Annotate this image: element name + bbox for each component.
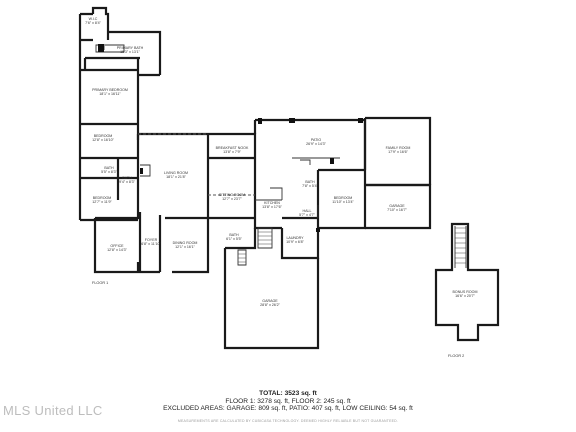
room-dimensions: 18'1" x 21'8" — [166, 175, 186, 179]
room-label-office: OFFICE 12'8" x 14'3" — [107, 244, 127, 252]
room-dimensions: 13'8" x 7'9" — [223, 150, 241, 154]
room-name: LIVING ROOM — [164, 170, 188, 175]
room-name: BEDROOM — [333, 195, 353, 200]
floor1-interior-lines — [95, 44, 340, 218]
room-dimensions: 12'7" x 23'7" — [222, 197, 242, 201]
room-name: DINING ROOM — [172, 240, 198, 245]
room-label-bath-1: BATH 5'5" x 8'3" — [101, 166, 117, 174]
room-dimensions: 18'1" x 16'11" — [99, 92, 121, 96]
room-name: PRIMARY BATH — [116, 45, 144, 50]
floor2-walls — [434, 222, 500, 342]
room-dimensions: 15'3" x 13'1" — [120, 50, 140, 54]
room-label-primary-bath: PRIMARY BATH 15'3" x 13'1" — [117, 46, 144, 54]
room-dimensions: 6'1" x 5'5" — [226, 237, 242, 241]
room-dimensions: 12'8" x 14'3" — [107, 248, 127, 252]
room-name: FAMILY ROOM — [385, 145, 411, 150]
room-label-foyer: FOYER 6'8" x 11'10" — [141, 238, 160, 246]
room-dimensions: 17'9" x 16'6" — [388, 150, 408, 154]
room-label-wic: W.I.C 7'6" x 8'4" — [85, 17, 101, 25]
floor1-label: FLOOR 1 — [92, 281, 109, 285]
room-label-dining-room: DINING ROOM 12'1" x 16'1" — [173, 241, 198, 249]
room-label-sitting-room: SITTING ROOM 12'7" x 23'7" — [219, 193, 245, 201]
room-name: BEDROOM — [92, 195, 112, 200]
excluded-areas: EXCLUDED AREAS: GARAGE: 809 sq. ft, PATI… — [163, 405, 413, 413]
room-name: OFFICE — [110, 243, 124, 248]
floor1-fixtures — [98, 44, 363, 232]
area-summary: TOTAL: 3523 sq. ft FLOOR 1: 3278 sq. ft,… — [0, 390, 576, 413]
room-name: BONUS ROOM — [452, 289, 478, 294]
room-label-breakfast-nook: BREAKFAST NOOK 13'8" x 7'9" — [216, 146, 249, 154]
room-name: PRIMARY BEDROOM — [92, 87, 128, 92]
room-name: LAUNDRY — [286, 235, 304, 240]
room-dimensions: 16'6" x 20'7" — [455, 294, 475, 298]
room-label-bedroom-1: BEDROOM 12'8" x 16'10" — [92, 134, 114, 142]
room-label-bath-3: BATH 7'8" x 5'4" — [302, 180, 318, 188]
room-name: BATH — [229, 232, 239, 237]
room-dimensions: 9'4" x 8'3" — [119, 180, 135, 184]
room-name: FOYER — [144, 237, 158, 242]
floor1-stairs — [237, 227, 273, 266]
room-label-garage-1: GARAGE 7'10" x 16'7" — [387, 204, 407, 212]
room-label-bonus-room: BONUS ROOM 16'6" x 20'7" — [453, 290, 478, 298]
room-dimensions: 7'8" x 5'4" — [302, 184, 318, 188]
room-label-laundry: LAUNDRY 10'9" x 6'8" — [286, 236, 304, 244]
room-dimensions: 13'8" x 17'6" — [262, 205, 282, 209]
room-name: BATH — [104, 165, 114, 170]
room-label-bath-2: BATH 9'4" x 8'3" — [119, 176, 135, 184]
room-name: KITCHEN — [264, 200, 280, 205]
room-dimensions: 5'7" x 4'7" — [299, 213, 315, 217]
room-dimensions: 7'10" x 16'7" — [387, 208, 407, 212]
room-name: HALL — [302, 208, 312, 213]
room-dimensions: 12'8" x 16'10" — [92, 138, 114, 142]
measurement-disclaimer: MEASUREMENTS ARE CALCULATED BY CUBICASA … — [177, 419, 399, 423]
room-name: GARAGE — [389, 203, 405, 208]
room-label-bath-4: BATH 6'1" x 5'5" — [226, 233, 242, 241]
room-name: SITTING ROOM — [218, 192, 246, 197]
room-label-garage-2: GARAGE 28'8" x 26'2" — [260, 299, 280, 307]
room-label-bedroom-2: BEDROOM 12'7" x 11'9" — [92, 196, 111, 204]
room-name: BEDROOM — [93, 133, 113, 138]
room-label-primary-bedroom: PRIMARY BEDROOM 18'1" x 16'11" — [92, 88, 128, 96]
room-label-family-room: FAMILY ROOM 17'9" x 16'6" — [386, 146, 411, 154]
room-label-living-room: LIVING ROOM 18'1" x 21'8" — [164, 171, 188, 179]
room-dimensions: 5'5" x 8'3" — [101, 170, 117, 174]
room-name: BATH — [122, 175, 132, 180]
room-dimensions: 11'10" x 13'4" — [332, 200, 354, 204]
mls-watermark: MLS United LLC — [3, 403, 103, 418]
room-name: PATIO — [310, 137, 322, 142]
room-dimensions: 12'1" x 16'1" — [175, 245, 195, 249]
room-name: BREAKFAST NOOK — [215, 145, 249, 150]
floor1-walls — [78, 6, 432, 350]
floor-areas: FLOOR 1: 3278 sq. ft, FLOOR 2: 245 sq. f… — [225, 397, 351, 405]
room-label-hall: HALL 5'7" x 4'7" — [299, 209, 315, 217]
room-dimensions: 12'7" x 11'9" — [92, 200, 112, 204]
room-label-patio: PATIO 26'9" x 14'3" — [306, 138, 326, 146]
room-name: BATH — [305, 179, 315, 184]
room-label-kitchen: KITCHEN 13'8" x 17'6" — [262, 201, 282, 209]
room-name: GARAGE — [262, 298, 278, 303]
room-label-bedroom-3: BEDROOM 11'10" x 13'4" — [332, 196, 353, 204]
room-dimensions: 28'8" x 26'2" — [260, 303, 280, 307]
total-area: TOTAL: 3523 sq. ft — [259, 390, 317, 397]
room-dimensions: 10'9" x 6'8" — [286, 240, 304, 244]
floor2-label: FLOOR 2 — [448, 354, 465, 358]
room-dimensions: 7'6" x 8'4" — [85, 21, 101, 25]
room-name: W.I.C — [88, 16, 98, 21]
room-dimensions: 26'9" x 14'3" — [306, 142, 326, 146]
room-dimensions: 6'8" x 11'10" — [141, 242, 161, 246]
